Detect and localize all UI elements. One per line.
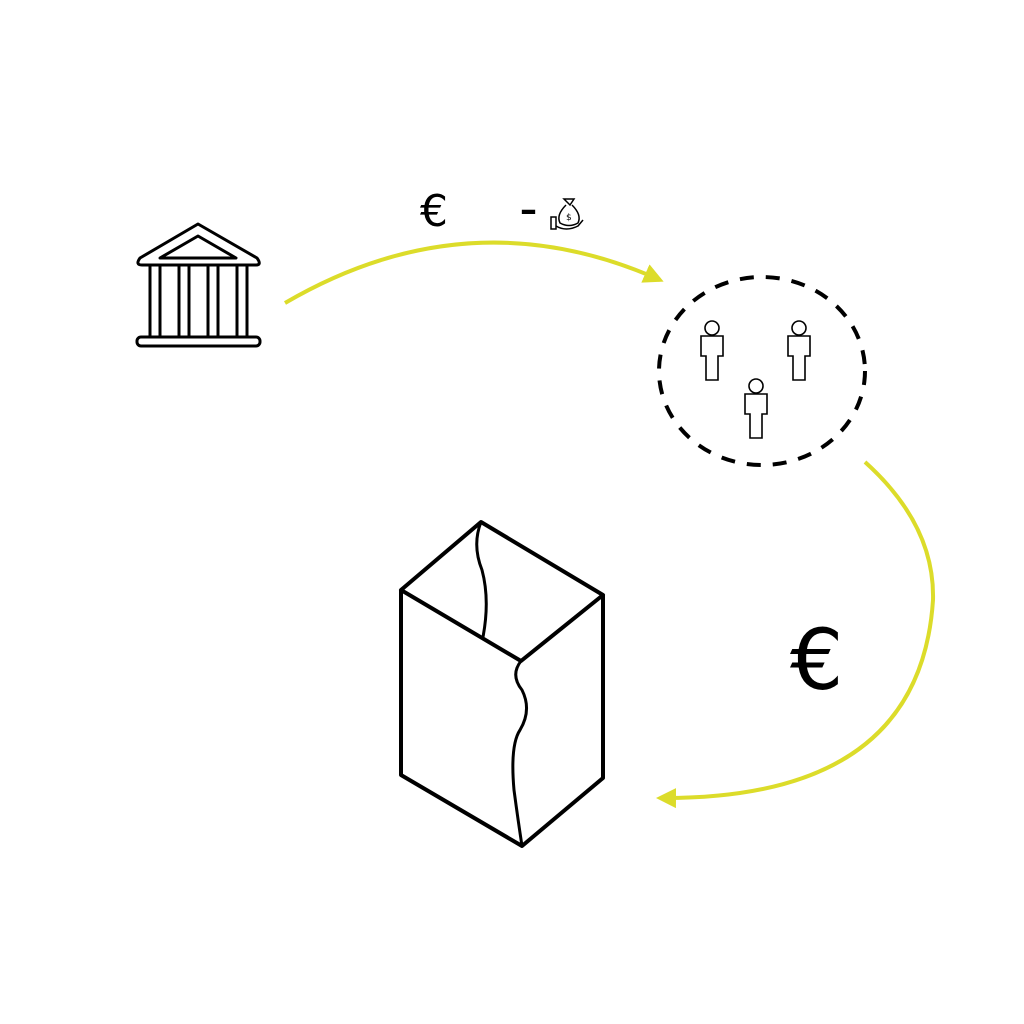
cracked-box-icon <box>399 520 605 848</box>
euro-symbol-top: € <box>420 186 448 237</box>
svg-text:$: $ <box>566 213 572 223</box>
group-circle <box>657 275 867 467</box>
flow-arrow-group-to-box <box>656 460 936 809</box>
person-icon <box>787 320 811 381</box>
person-icon <box>744 378 768 439</box>
money-bag-hand-icon: $ <box>550 198 584 230</box>
flow-arrow-bank-to-group <box>283 240 664 305</box>
minus-symbol: – <box>520 190 537 230</box>
bank-icon <box>135 222 262 348</box>
euro-symbol-right: € <box>790 611 844 709</box>
person-icon <box>700 320 724 381</box>
